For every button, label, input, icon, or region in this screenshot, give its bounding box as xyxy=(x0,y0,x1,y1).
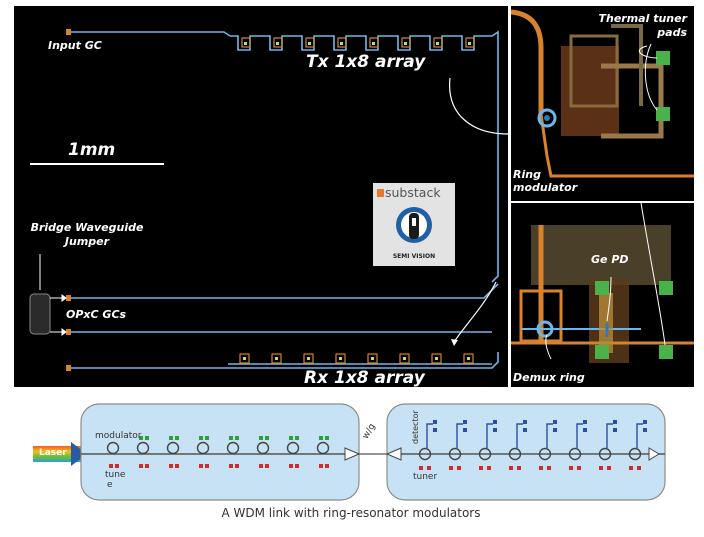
laser-beam xyxy=(33,446,81,462)
input-gc-label: Input GC xyxy=(48,39,102,52)
semivision-logo-icon xyxy=(396,207,432,243)
tx-red-pads xyxy=(109,464,329,468)
substack-logo-icon xyxy=(377,189,384,197)
ring-modulator-layout xyxy=(510,9,694,178)
tx-array-label: Tx 1x8 array xyxy=(306,52,426,72)
scale-bar-label: 1mm xyxy=(68,140,116,160)
tuner-pad-1 xyxy=(656,51,670,65)
rx-array-label: Rx 1x8 array xyxy=(304,368,425,388)
tuner-pad-3 xyxy=(659,281,673,295)
substack-label: substack xyxy=(385,185,441,200)
pd-pad-1 xyxy=(595,281,609,295)
tx-ring-row xyxy=(106,441,330,455)
ring-modulator-zoom: Thermal tuner pads Ring modulator xyxy=(510,6,694,201)
demux-ring-label: Demux ring xyxy=(513,371,585,384)
laser-label: Laser xyxy=(39,448,67,458)
tx-ring-array xyxy=(241,37,475,48)
thermal-tuner-label: Thermal tuner pads xyxy=(598,12,687,39)
rx-ring-row xyxy=(418,447,642,461)
bridge-jumper-chip xyxy=(29,293,51,335)
tx-green-pads xyxy=(139,436,329,440)
substack-badge: substack SEMI VISION xyxy=(373,183,455,266)
rx-blue-pads xyxy=(433,420,647,432)
tx-ring-dots xyxy=(244,42,471,45)
ge-pd-label: Ge PD xyxy=(591,253,629,266)
semivision-label: SEMI VISION xyxy=(392,253,436,260)
bridge-waveguide-label: Bridge Waveguide Jumper xyxy=(30,221,144,248)
opxc-arrows xyxy=(50,294,67,336)
tuner-pad-4 xyxy=(659,345,673,359)
input-gc-marker xyxy=(66,29,71,35)
rx-bus-waveguide xyxy=(68,352,499,369)
opxc-gc-label: OPxC GCs xyxy=(66,308,127,321)
wdm-caption: A WDM link with ring-resonator modulator… xyxy=(221,506,481,520)
rx-ring-array xyxy=(239,353,474,364)
photodetector-zoom: Ge PD Demux ring xyxy=(511,202,694,387)
photodetector-layout xyxy=(511,202,694,363)
chip-layout-drawing xyxy=(29,29,509,371)
wdm-link-diagram: Laser modulator tune e w/g detector tune… xyxy=(33,394,669,526)
ring-modulator-label: Ring modulator xyxy=(513,168,578,194)
transmitter-panel xyxy=(80,403,360,501)
opxc-waveguides xyxy=(68,283,499,333)
modulator-label: modulator xyxy=(95,431,142,441)
pd-pad-2 xyxy=(595,345,609,359)
receiver-panel xyxy=(386,403,666,501)
rx-detector-leads xyxy=(426,423,643,448)
rx-ring-dots xyxy=(243,357,470,360)
tune-label: tune xyxy=(105,470,126,480)
tuner-pad-2 xyxy=(656,107,670,121)
tune-label-cont: e xyxy=(107,480,113,490)
rx-red-pads xyxy=(419,466,641,470)
detector-label: detector xyxy=(411,410,420,444)
wdm-schematic xyxy=(33,394,669,506)
tuner-label: tuner xyxy=(413,472,438,482)
